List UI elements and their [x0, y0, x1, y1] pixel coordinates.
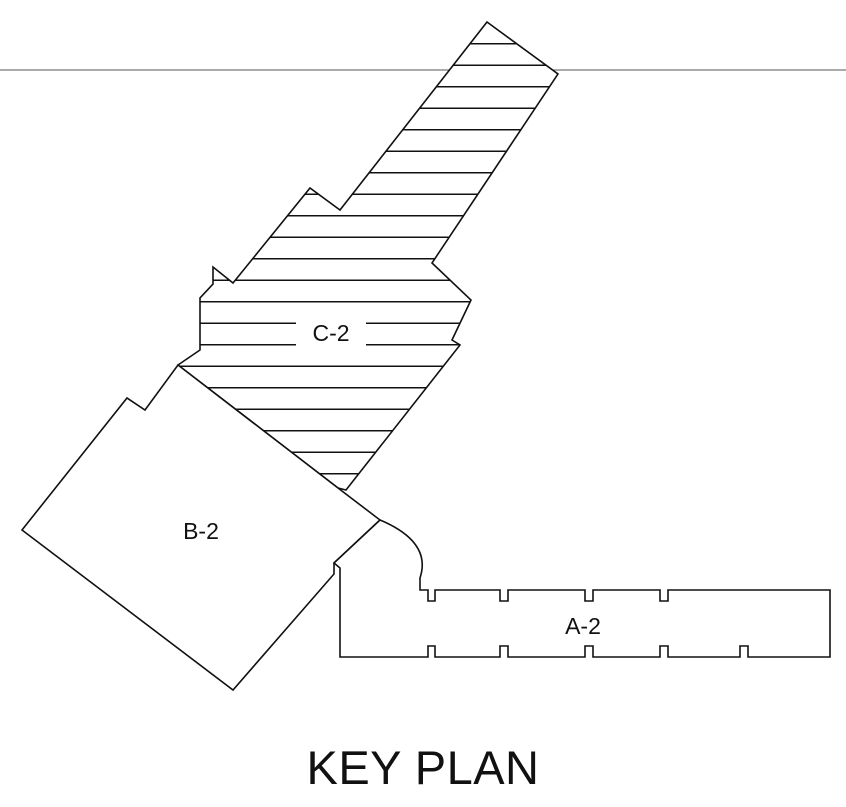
wing-label-b-2: B-2: [183, 518, 219, 544]
wing-label-a-2: A-2: [565, 613, 601, 639]
plan-title: KEY PLAN: [306, 741, 540, 794]
wing-a-2: [332, 519, 831, 658]
wing-label-c-2-backdrop: [296, 318, 366, 347]
wing-label-c-2: C-2: [312, 320, 349, 346]
wing-b-2: [20, 363, 382, 692]
